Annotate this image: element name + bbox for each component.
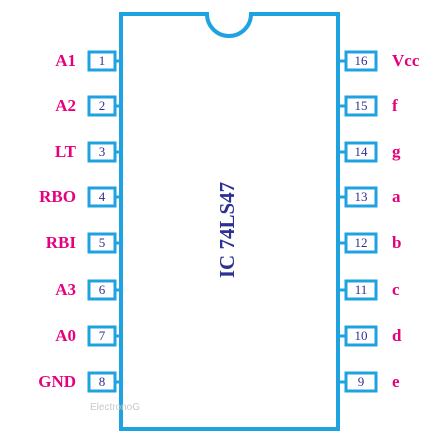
pin-10: 10 d	[338, 325, 402, 347]
pin-number: 4	[99, 189, 106, 204]
pin-name: A2	[55, 96, 76, 115]
pin-number: 12	[355, 235, 368, 250]
pin-box	[87, 232, 117, 254]
pin-11: 11 c	[338, 279, 400, 301]
pin-number: 7	[99, 328, 106, 343]
watermark-text: ElectronoG	[90, 402, 140, 413]
pin-name: Vcc	[392, 51, 420, 70]
pin-name: RBI	[46, 233, 77, 252]
pin-13: 13 a	[338, 186, 401, 208]
pin-5: 5 RBI	[46, 232, 121, 254]
pin-12: 12 b	[338, 232, 401, 254]
pin-name: a	[392, 187, 401, 206]
pin-14: 14 g	[338, 141, 401, 163]
pin-number: 16	[355, 53, 369, 68]
pin-2: 2 A2	[55, 95, 121, 117]
pin-name: RBO	[39, 187, 76, 206]
pin-box	[344, 325, 378, 347]
pin-box	[344, 232, 378, 254]
pin-box	[344, 186, 378, 208]
pin-number: 5	[99, 235, 106, 250]
chip-body	[119, 12, 340, 431]
pin-box	[87, 371, 117, 393]
pin-number: 2	[99, 98, 106, 113]
pin-8: 8 GND	[38, 371, 121, 393]
pin-16: 16 Vcc	[338, 50, 420, 72]
pin-number: 9	[358, 374, 365, 389]
left-pin-column: 1 A1 2 A2 3 LT 4 RBO 5 RBI 6 A3 7 A0 8 GND	[38, 50, 121, 393]
pin-7: 7 A0	[55, 325, 121, 347]
pin-1: 1 A1	[55, 50, 121, 72]
pin-number: 15	[355, 98, 368, 113]
pin-box	[87, 50, 117, 72]
pin-name: g	[392, 142, 401, 161]
pin-box	[344, 50, 378, 72]
pin-name: GND	[38, 372, 76, 391]
pin-name: b	[392, 233, 401, 252]
pin-box	[344, 141, 378, 163]
pin-number: 13	[355, 189, 368, 204]
pin-name: A3	[55, 280, 76, 299]
pin-number: 6	[99, 282, 106, 297]
pin-box	[87, 186, 117, 208]
pin-number: 14	[355, 144, 369, 159]
pin-box	[87, 325, 117, 347]
pin-box	[344, 371, 378, 393]
pin-name: A0	[55, 326, 76, 345]
pin-name: d	[392, 326, 402, 345]
pin-box	[87, 279, 117, 301]
pin-number: 1	[99, 53, 106, 68]
pin-6: 6 A3	[55, 279, 121, 301]
pin-box	[87, 141, 117, 163]
pin-box	[87, 95, 117, 117]
pin-number: 8	[99, 374, 106, 389]
pin-name: f	[392, 96, 398, 115]
pin-15: 15 f	[338, 95, 398, 117]
pin-number: 3	[99, 144, 106, 159]
pin-number: 10	[355, 328, 368, 343]
pin-name: e	[392, 372, 400, 391]
pin-3: 3 LT	[55, 141, 121, 163]
pin-4: 4 RBO	[39, 186, 121, 208]
pin-name: A1	[55, 51, 76, 70]
pin-box	[344, 279, 378, 301]
pin-name: LT	[55, 142, 77, 161]
chip-label: IC 74LS47	[215, 182, 239, 278]
pin-box	[344, 95, 378, 117]
pin-number: 11	[355, 282, 368, 297]
pin-name: c	[392, 280, 400, 299]
